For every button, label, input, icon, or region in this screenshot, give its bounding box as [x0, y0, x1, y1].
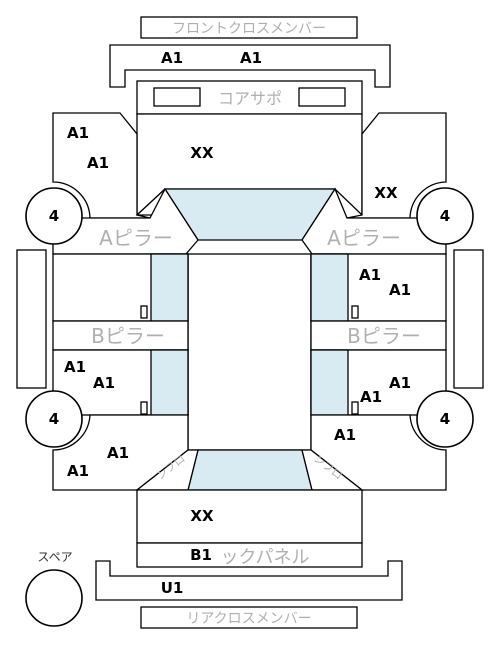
- headlight-right: [298, 87, 346, 107]
- spare-label: スペア: [37, 550, 72, 564]
- code-hood: XX: [190, 144, 214, 162]
- left-side-skirt[interactable]: [16, 249, 47, 389]
- code-left-rear-door-lower: A1: [93, 374, 115, 392]
- rear-member[interactable]: [95, 560, 403, 601]
- code-left-rear-door-upper: A1: [64, 358, 86, 376]
- tire-rear-right[interactable]: [416, 390, 474, 448]
- right-rear-door-glass: [310, 349, 349, 416]
- code-front-right: XX: [374, 184, 398, 202]
- code-rear-member: U1: [161, 579, 184, 597]
- left-front-door-handle: [140, 305, 148, 319]
- tire-front-right-value: 4: [440, 207, 450, 225]
- right-front-door-handle: [351, 305, 359, 319]
- front-right-fender[interactable]: [346, 112, 447, 219]
- code-trunk: XX: [190, 507, 214, 525]
- code-left-rear-fender-upper: A1: [107, 444, 129, 462]
- spare-tire[interactable]: [25, 569, 83, 627]
- front-cross-member-box[interactable]: [140, 16, 358, 39]
- rear-window[interactable]: [187, 449, 313, 491]
- code-front-left-lower: A1: [87, 154, 109, 172]
- back-panel[interactable]: [136, 542, 363, 568]
- rear-cross-member-label: リアクロスメンバー: [186, 611, 311, 627]
- tire-rear-right-value: 4: [440, 410, 450, 428]
- left-rear-door-glass: [150, 349, 189, 416]
- b-pillar-left-label: Bピラー: [91, 324, 165, 348]
- right-front-door-glass: [310, 253, 349, 322]
- code-front-left-upper: A1: [67, 124, 89, 142]
- tire-front-left-value: 4: [49, 207, 59, 225]
- b-pillar-right-label: Bピラー: [347, 324, 421, 348]
- code-right-rear-door-lower: A1: [360, 388, 382, 406]
- left-rear-door-handle: [140, 401, 148, 415]
- code-front-member-right: A1: [240, 49, 262, 67]
- back-panel-label: ックパネル: [220, 547, 309, 568]
- code-right-front-door-lower: A1: [389, 281, 411, 299]
- headlight-left: [153, 87, 201, 107]
- tire-rear-left-value: 4: [49, 410, 59, 428]
- code-left-rear-fender-lower: A1: [67, 462, 89, 480]
- front-member[interactable]: [109, 44, 391, 88]
- code-right-front-door-upper: A1: [359, 266, 381, 284]
- front-cross-member-label: フロントクロスメンバー: [172, 21, 326, 37]
- tire-front-right[interactable]: [416, 187, 474, 245]
- right-rear-door-handle: [351, 401, 359, 415]
- a-pillar-left-label: Aピラー: [99, 226, 173, 250]
- a-pillar-right-label: Aピラー: [327, 226, 401, 250]
- right-side-skirt[interactable]: [453, 249, 484, 389]
- b-pillar-left-area[interactable]: [52, 320, 189, 351]
- b-pillar-right-area[interactable]: [310, 320, 447, 351]
- roof[interactable]: [187, 253, 312, 451]
- code-back-panel: B1: [190, 546, 212, 564]
- tire-front-left[interactable]: [25, 187, 83, 245]
- code-front-member-left: A1: [161, 49, 183, 67]
- front-left-fender[interactable]: [52, 112, 166, 219]
- left-rear-fender[interactable]: [52, 414, 189, 491]
- code-right-rear-door-upper: A1: [389, 374, 411, 392]
- core-support-label: コアサポ: [218, 89, 282, 108]
- left-front-door-glass: [150, 253, 189, 322]
- code-right-rear-fender: A1: [334, 426, 356, 444]
- tire-rear-left[interactable]: [25, 390, 83, 448]
- rear-cross-member-box[interactable]: [140, 606, 358, 629]
- trunk[interactable]: [136, 489, 363, 544]
